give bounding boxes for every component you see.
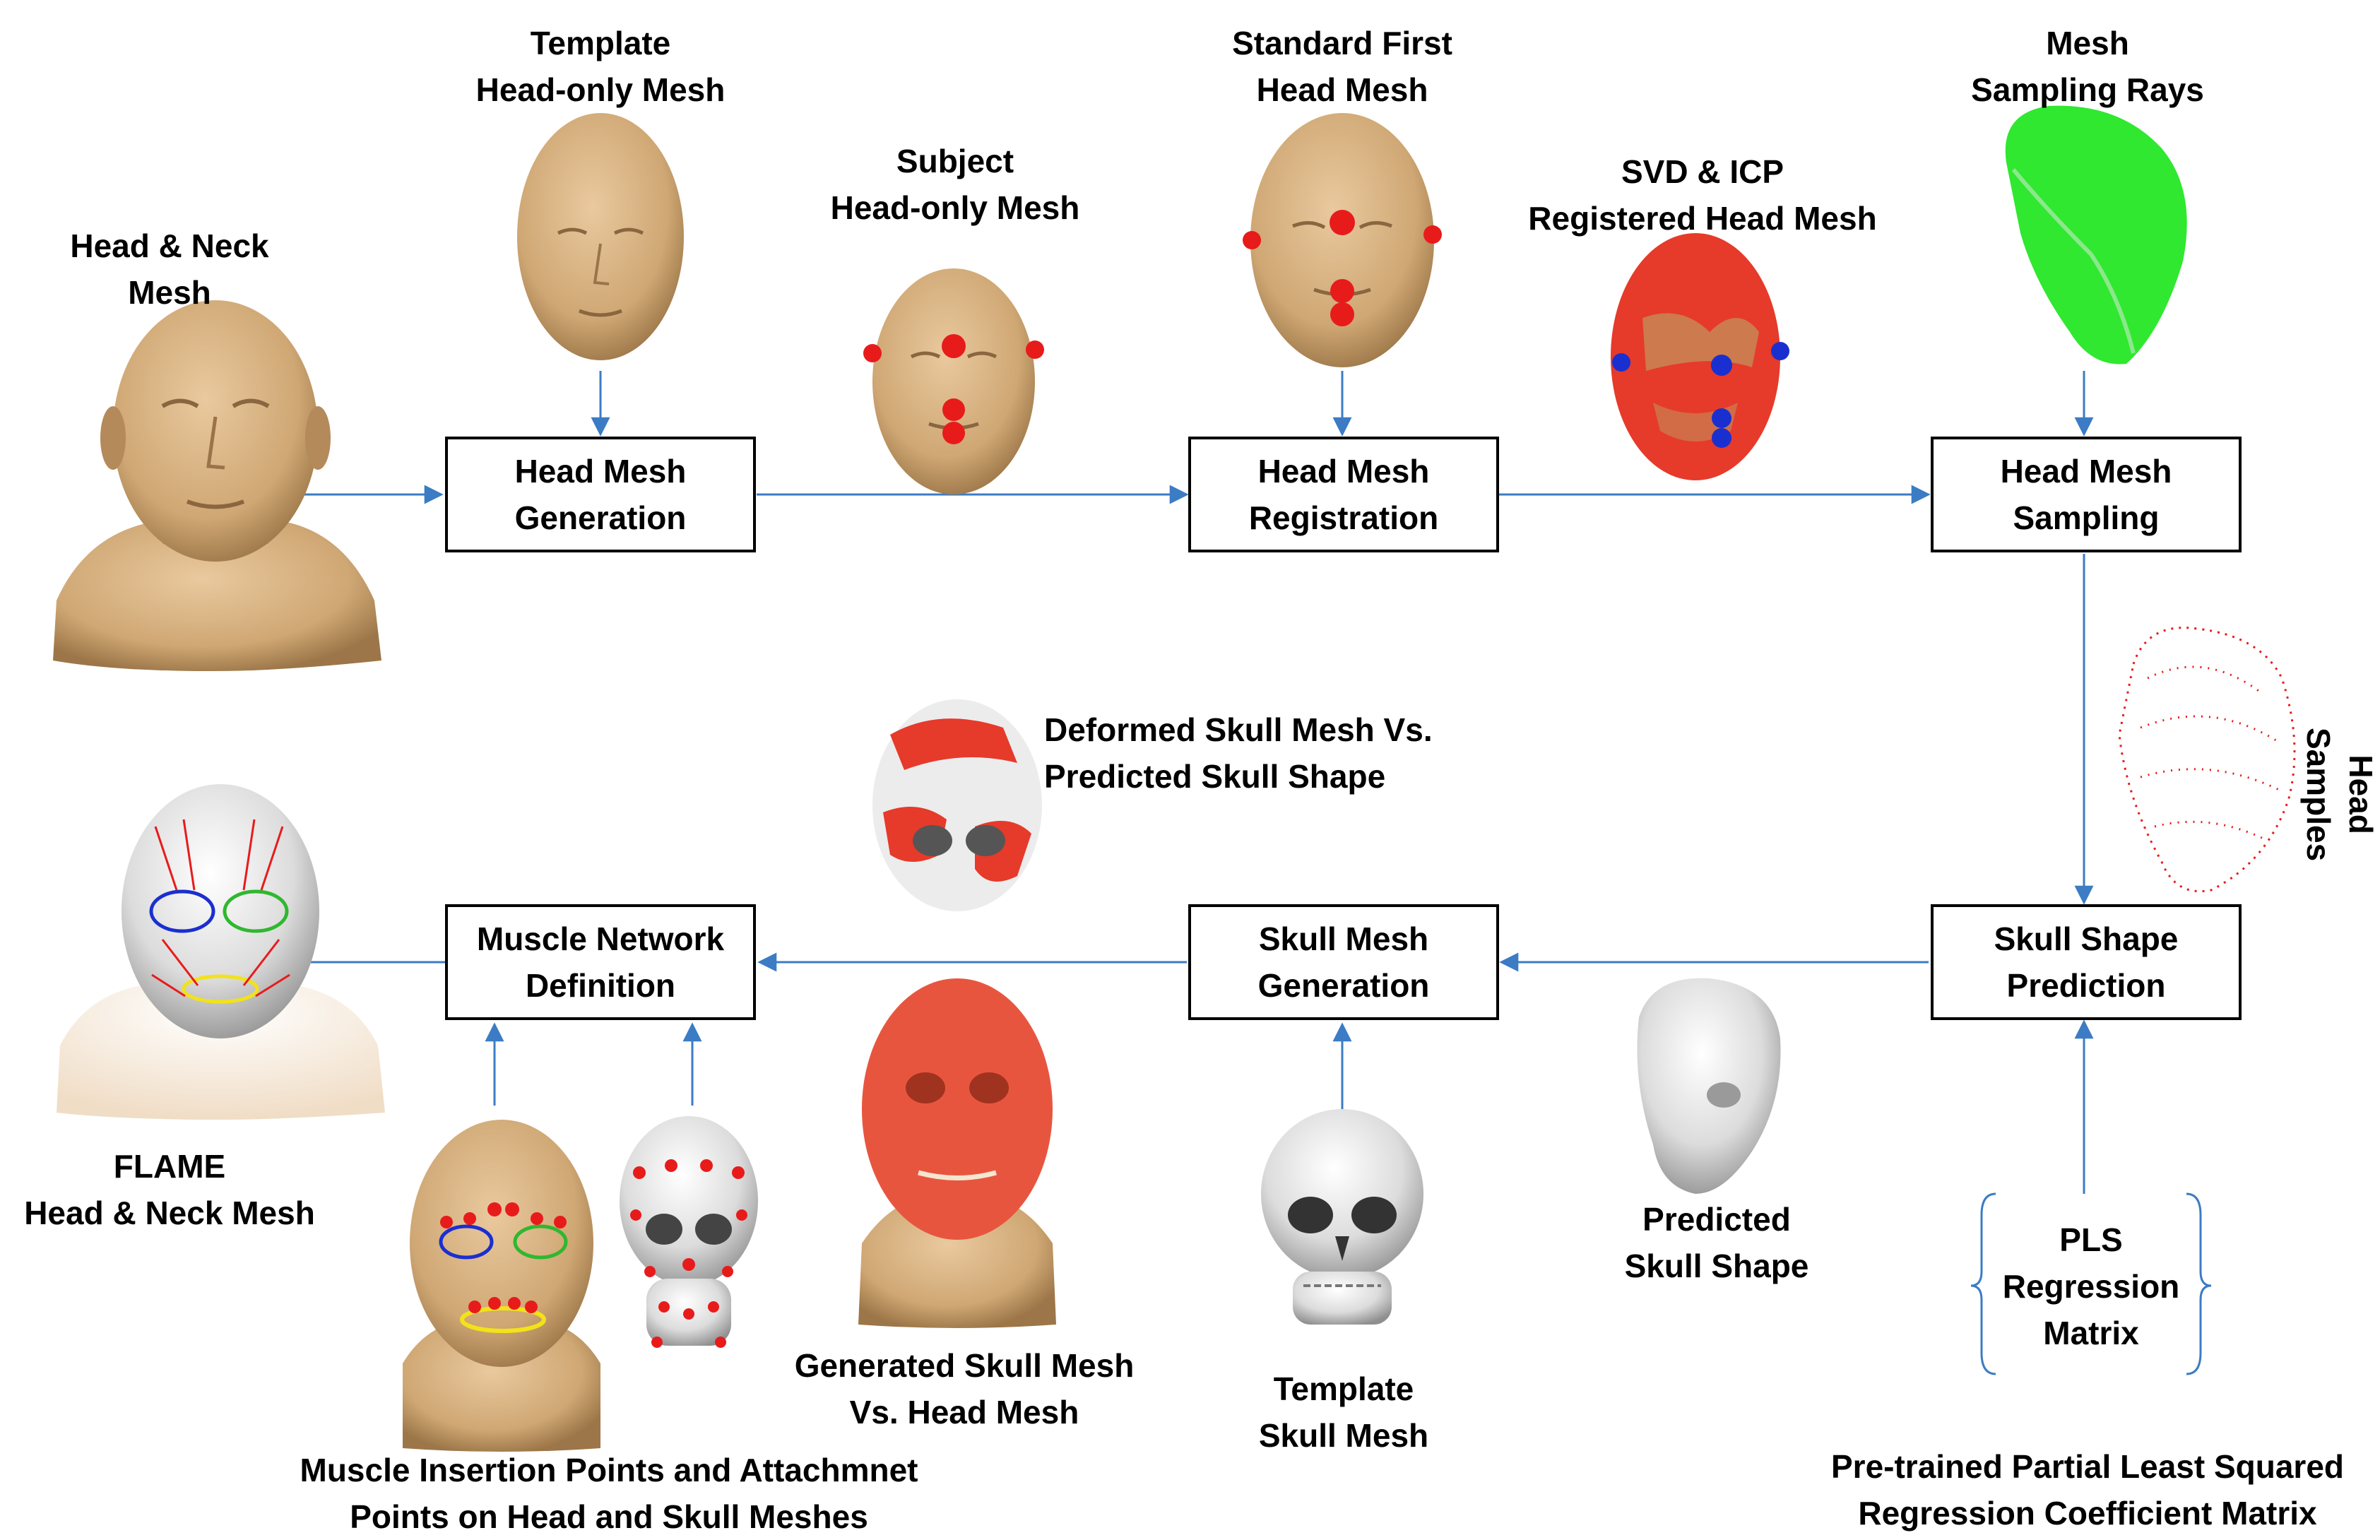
flow-arrows bbox=[283, 371, 2094, 1194]
template-head-image bbox=[517, 113, 684, 360]
deformed-skull-label: Deformed Skull Mesh Vs.Predicted Skull S… bbox=[1044, 711, 1433, 795]
generated-skull-image bbox=[858, 978, 1056, 1328]
head-muscle-points-image bbox=[403, 1120, 600, 1452]
template-skull-image bbox=[1261, 1109, 1423, 1325]
subject-head-image bbox=[863, 268, 1044, 494]
standard-head-image bbox=[1243, 113, 1442, 367]
head-neck-mesh-image bbox=[53, 300, 381, 671]
skull-muscle-points-image bbox=[620, 1116, 758, 1348]
predicted-skull-image bbox=[1637, 978, 1781, 1194]
deformed-skull-image bbox=[872, 699, 1042, 911]
sampling-rays-image bbox=[2005, 105, 2187, 365]
flame-head-image bbox=[57, 784, 385, 1120]
head-samples-image bbox=[2118, 627, 2296, 893]
registered-head-image bbox=[1611, 233, 1789, 480]
pls-brackets bbox=[1970, 1192, 2212, 1375]
